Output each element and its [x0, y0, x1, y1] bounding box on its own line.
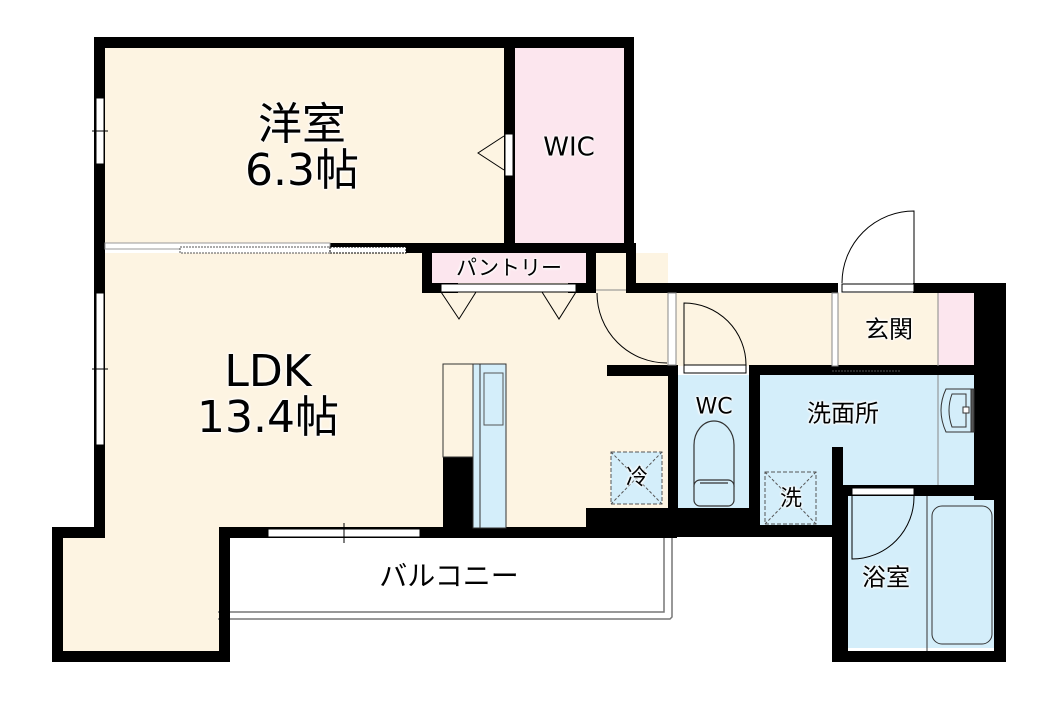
- western-room-name: 洋室: [257, 98, 346, 150]
- washroom-label: 洗面所: [807, 399, 879, 428]
- wic-area: [514, 47, 624, 243]
- washer-label: 洗: [779, 486, 803, 512]
- hallway-lower-area: [668, 293, 832, 366]
- fridge-space-icon: [610, 451, 663, 505]
- door-swing-icon: [683, 302, 747, 374]
- pantry-label: パントリー: [455, 255, 563, 280]
- fridge-label: 冷: [625, 465, 649, 491]
- entrance-area: [838, 293, 938, 366]
- bathroom-label: 浴室: [862, 563, 910, 592]
- ldk-lower-area: [62, 535, 220, 651]
- door-swing-icon: [477, 133, 514, 177]
- ldk-size: 13.4帖: [197, 392, 339, 443]
- wc-label: WC: [695, 394, 733, 420]
- ldk-lower-connector: [104, 520, 220, 540]
- window-icon: [92, 97, 421, 543]
- entrance-shoe-storage: [938, 293, 974, 366]
- balcony-label: バルコニー: [379, 559, 519, 593]
- western-room-label: 洋室 6.3帖: [245, 98, 359, 196]
- washer-space-icon: [764, 471, 817, 525]
- door-swing-icon: [596, 289, 677, 366]
- sink-icon: [937, 375, 975, 485]
- western-room-area: [104, 47, 504, 243]
- pantry-door-icon: [440, 283, 577, 320]
- sliding-door-icon: [104, 242, 407, 254]
- balcony-outline: [218, 535, 673, 620]
- toilet-icon: [693, 420, 735, 507]
- kitchen-counter-icon: [442, 363, 507, 529]
- western-room-size: 6.3帖: [245, 145, 359, 196]
- pantry-area: [432, 253, 586, 283]
- entrance-door-icon: [831, 210, 939, 372]
- hallway-area: [596, 253, 626, 293]
- ldk-area: [104, 253, 668, 529]
- bathtub-icon: [926, 496, 993, 651]
- ldk-label: LDK 13.4帖: [197, 345, 339, 443]
- door-swing-icon: [851, 487, 915, 560]
- ldk-name: LDK: [224, 345, 312, 397]
- entrance-label: 玄関: [865, 315, 913, 344]
- wic-label: WIC: [543, 132, 595, 163]
